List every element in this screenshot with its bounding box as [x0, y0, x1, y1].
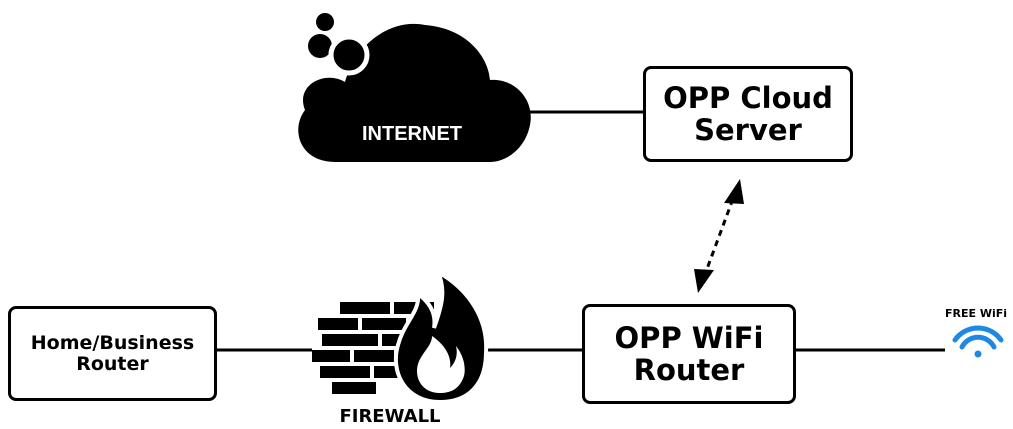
bidirectional-dashed-arrow	[694, 179, 744, 293]
cloud-icon	[298, 13, 531, 163]
free-wifi-label: FREE WiFi	[944, 307, 1008, 320]
arrowhead-down-icon	[694, 269, 714, 293]
opp-wifi-router-node: OPP WiFi Router	[582, 304, 796, 404]
home-business-router-label: Home/Business Router	[30, 331, 195, 375]
firewall-label: FIREWALL	[339, 406, 441, 427]
opp-cloud-server-node: OPP Cloud Server	[643, 66, 853, 162]
firewall-icon	[312, 267, 489, 405]
opp-wifi-router-label: OPP WiFi Router	[614, 321, 764, 387]
home-business-router-node: Home/Business Router	[8, 306, 217, 401]
internet-label: INTERNET	[362, 123, 462, 145]
wifi-signal-icon	[952, 325, 1004, 358]
arrowhead-up-icon	[724, 179, 744, 204]
opp-cloud-server-label: OPP Cloud Server	[663, 81, 833, 147]
